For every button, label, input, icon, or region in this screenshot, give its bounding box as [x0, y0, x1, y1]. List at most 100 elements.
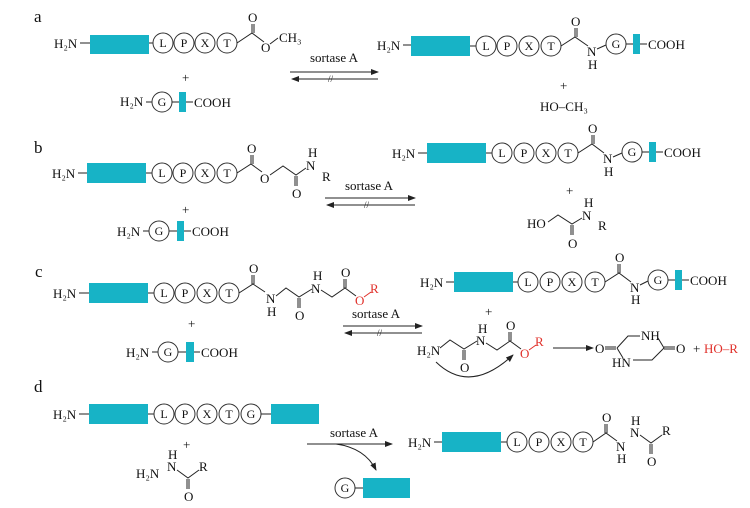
carbonyl-O: O: [184, 489, 193, 504]
residue-P: P: [182, 286, 189, 300]
ester-O: O: [520, 346, 529, 361]
protein-block: [675, 270, 682, 290]
hydrazide-N2: N: [630, 425, 640, 440]
dipeptide-ester: H₂N O H N O O R: [417, 318, 544, 378]
residue-X: X: [203, 407, 212, 421]
ester-O: O: [260, 171, 269, 186]
nh-top: NH: [641, 328, 660, 343]
protein-block: [411, 36, 470, 56]
nucleophile-a: H₂N G COOH: [120, 91, 231, 113]
n-terminus: H₂N: [420, 275, 444, 290]
hydrazide-N: N: [167, 459, 177, 474]
product-a: H₂N L P X T O N H G COOH: [377, 14, 685, 72]
residue-G: G: [164, 345, 173, 359]
residue-T: T: [223, 36, 231, 50]
enzyme-label: sortase A: [330, 425, 379, 440]
amide-H: H: [604, 164, 613, 179]
carbonyl-O: O: [341, 265, 350, 280]
n-terminus: H₂N: [117, 224, 141, 239]
motif-lpxt: L P X T: [152, 32, 238, 54]
plus: +: [182, 202, 189, 217]
residue-X: X: [201, 36, 210, 50]
substrate-c: H₂N L P X T O N H O H N O O R: [53, 261, 379, 323]
residue-X: X: [201, 166, 210, 180]
protein-block: [633, 34, 640, 54]
residue-X: X: [568, 275, 577, 289]
amide-H: H: [631, 292, 640, 307]
carbonyl-O: O: [571, 14, 580, 29]
substrate-d: H₂N L P X T G: [53, 403, 319, 425]
o-left: O: [595, 341, 604, 356]
residue-P: P: [182, 407, 189, 421]
residue-L: L: [160, 286, 167, 300]
hydrazide-N1: N: [616, 439, 626, 454]
residue-T: T: [225, 286, 233, 300]
plus: +: [183, 437, 190, 452]
amide-O: O: [568, 236, 577, 251]
amide-O: O: [295, 308, 304, 323]
amide-N: N: [587, 44, 597, 59]
product-b: H₂N L P X T O N H G COOH: [392, 121, 701, 179]
release-arrow: [335, 443, 377, 471]
amide-N: N: [476, 333, 486, 348]
r-group: R: [535, 334, 544, 349]
carbonyl-O: O: [506, 318, 515, 333]
amide-O: O: [292, 186, 301, 201]
r-group: R: [370, 281, 379, 296]
carbonyl-O: O: [248, 10, 257, 25]
amide-N: N: [603, 151, 613, 166]
residue-L: L: [482, 39, 489, 53]
n-terminus: H₂N: [53, 407, 77, 422]
n-terminus: H₂N: [120, 94, 144, 109]
hydrazide-H2: H: [631, 413, 640, 428]
n-terminus: H₂N: [52, 166, 76, 181]
protein-block: [363, 478, 410, 498]
n-terminus: H₂N: [392, 146, 416, 161]
residue-G: G: [247, 407, 256, 421]
protein-block: [649, 142, 656, 162]
residue-G: G: [654, 273, 663, 287]
protein-block: [177, 221, 184, 241]
o-right: O: [676, 341, 685, 356]
n-terminus: H₂N: [136, 466, 160, 481]
residue-T: T: [564, 146, 572, 160]
residue-G: G: [341, 481, 350, 495]
amide-H: H: [588, 57, 597, 72]
nucleophile-c: H₂N G COOH: [126, 341, 238, 363]
plus: +: [182, 70, 189, 85]
enzyme-label: sortase A: [310, 50, 359, 65]
amide-O: O: [460, 360, 469, 375]
plus: +: [560, 78, 567, 93]
protein-block: [442, 432, 501, 452]
carbonyl-O: O: [247, 141, 256, 156]
acyl-O: O: [647, 454, 656, 469]
substrate-b: H₂N L P X T O O O H N R: [52, 141, 331, 201]
residue-P: P: [504, 39, 511, 53]
nucleophile-hydrazide: H₂N H N O R: [136, 447, 208, 504]
residue-L: L: [513, 435, 520, 449]
panel-a: a H₂N L P X T O O CH₃ + H₂N G: [34, 7, 685, 114]
amide-N: N: [306, 158, 316, 173]
residue-T: T: [579, 435, 587, 449]
amide-H: H: [584, 195, 593, 210]
residue-L: L: [158, 166, 165, 180]
carbonyl-O: O: [602, 410, 611, 425]
c-terminus: COOH: [194, 95, 231, 110]
residue-X: X: [525, 39, 534, 53]
panel-c: c H₂N L P X T O N H O H N O O: [35, 250, 738, 378]
residue-T: T: [223, 166, 231, 180]
panel-d: d H₂N L P X T G + H₂N H N O R sortase A: [34, 377, 671, 504]
product-c: H₂N L P X T O N H G COOH: [420, 250, 727, 307]
residue-P: P: [536, 435, 543, 449]
panel-label-d: d: [34, 377, 43, 396]
amide-H: H: [478, 321, 487, 336]
enzyme-label: sortase A: [345, 178, 394, 193]
product-d: H₂N L P X T O N H H N O R: [408, 410, 671, 469]
residue-L: L: [160, 407, 167, 421]
panel-b: b H₂N L P X T O O O H N R + H₂N G: [34, 121, 701, 251]
ester-O: O: [355, 293, 364, 308]
r-group: R: [199, 459, 208, 474]
c-terminus: COOH: [201, 345, 238, 360]
nucleophile-b: H₂N G COOH: [117, 220, 229, 242]
diketopiperazine: O NH O HN: [595, 328, 685, 370]
